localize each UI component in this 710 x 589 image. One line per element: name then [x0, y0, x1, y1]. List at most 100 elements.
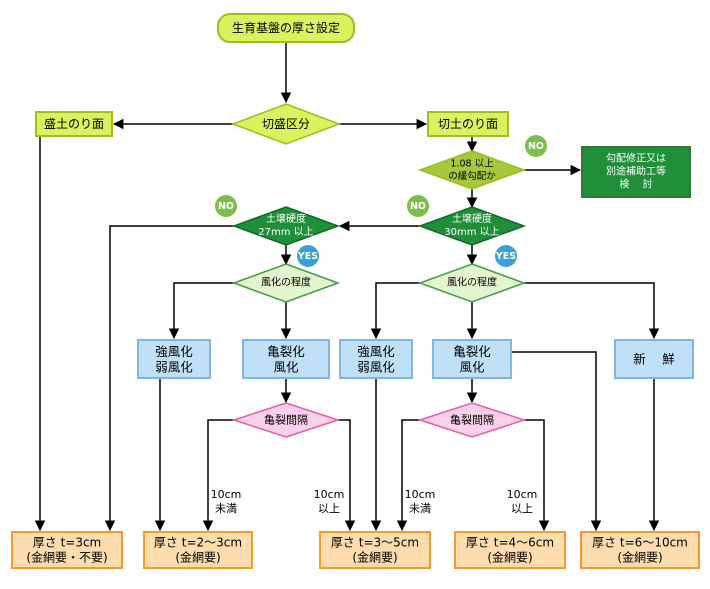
connector-arrow: [511, 351, 602, 532]
badge-circle: [297, 245, 319, 267]
yes-badge: YES: [297, 245, 319, 267]
node-text: 風化: [459, 359, 485, 374]
edge-label: 10cm: [314, 488, 345, 501]
node-text: 27mm 以上: [258, 226, 313, 238]
connector-arrow: [396, 419, 420, 532]
node-text: 土壌硬度: [266, 212, 306, 225]
connector-arrow: [338, 419, 356, 532]
edge-label: 10cm: [507, 488, 538, 501]
decision-diamond: [231, 402, 341, 438]
node-text: 厚さ t=6～10cm: [592, 536, 688, 550]
node-crack-spacing-left: 亀裂間隔: [231, 402, 341, 438]
node-text: (金網要): [487, 550, 532, 565]
node-result-2-3cm: 厚さ t=2～3cm(金網要): [143, 531, 253, 569]
badge-circle: [407, 195, 429, 217]
decision-diamond: [417, 263, 527, 303]
node-result-6-10cm: 厚さ t=6～10cm(金網要): [580, 531, 700, 569]
node-weathering-left: 風化の程度: [231, 263, 341, 303]
node-fill-slope: 盛土のり面: [35, 111, 113, 137]
node-text: 強風化: [155, 344, 193, 359]
node-text: 風化の程度: [447, 276, 497, 289]
node-text: 強風化: [357, 344, 395, 359]
connector-arrow: [524, 282, 660, 340]
decision-diamond: [230, 103, 342, 145]
process-box: [137, 339, 211, 379]
node-crack-spacing-right: 亀裂間隔: [417, 402, 527, 438]
badge-label: NO: [528, 141, 544, 152]
node-text: (金網要): [352, 550, 397, 565]
no-badge: NO: [407, 195, 429, 217]
connector-arrow: [524, 419, 550, 532]
edge-label: 以上: [511, 502, 533, 515]
node-text: 検 討: [619, 178, 652, 191]
node-text: 厚さ t=2～3cm: [154, 536, 242, 550]
yes-badge: YES: [495, 245, 517, 267]
node-text: 新 鮮: [633, 352, 675, 367]
node-text: 亀裂間隔: [450, 413, 494, 427]
connector-arrow: [168, 282, 234, 340]
node-text: 切土のり面: [438, 117, 498, 131]
process-box: [581, 146, 691, 198]
badge-circle: [495, 245, 517, 267]
process-box: [242, 339, 330, 379]
badges-layer: NO NO NO YES YES: [215, 135, 547, 267]
node-text: 風化の程度: [261, 276, 311, 289]
badge-label: YES: [297, 251, 318, 262]
connector-arrow: [202, 419, 234, 532]
process-box: [454, 531, 566, 569]
process-box: [427, 111, 509, 137]
badge-circle: [525, 135, 547, 157]
process-box: [35, 111, 113, 137]
badge-label: NO: [410, 201, 426, 212]
node-text: 盛土のり面: [44, 116, 104, 131]
badge-circle: [215, 195, 237, 217]
node-text: の緩勾配か: [448, 170, 496, 182]
process-box: [143, 531, 253, 569]
process-box: [580, 531, 700, 569]
no-badge: NO: [525, 135, 547, 157]
edge-label: 未満: [215, 502, 237, 515]
process-box: [614, 339, 694, 379]
node-cut-fill-class: 切盛区分: [230, 103, 342, 145]
node-result-4-6cm: 厚さ t=4～6cm(金網要): [454, 531, 566, 569]
process-box: [11, 531, 123, 569]
node-result-3cm: 厚さ t=3cm(金網要・不要): [11, 531, 123, 569]
node-text: (金網要): [617, 550, 662, 565]
node-text: 風化: [273, 359, 299, 374]
node-text: 厚さ t=3cm: [33, 536, 102, 550]
node-result-3-5cm: 厚さ t=3～5cm(金網要): [319, 531, 431, 569]
node-text: 弱風化: [357, 359, 395, 374]
node-text: (金網要): [175, 550, 220, 565]
node-text: 30mm 以上: [444, 226, 499, 238]
decision-diamond: [231, 263, 341, 303]
node-text: 土壌硬度: [452, 212, 492, 225]
badge-label: NO: [218, 201, 234, 212]
no-badge: NO: [215, 195, 237, 217]
terminal-box: [217, 13, 355, 43]
node-text: 勾配修正又は: [606, 152, 666, 165]
connector-lines: [34, 42, 660, 532]
decision-diamond: [417, 150, 527, 190]
decision-diamond: [231, 206, 341, 246]
decision-diamond: [417, 402, 527, 438]
node-start: 生育基盤の厚さ設定: [217, 13, 355, 43]
decision-diamond: [417, 206, 527, 246]
node-text: 切盛区分: [262, 116, 310, 131]
edge-label: 以上: [318, 502, 340, 515]
process-box: [432, 339, 512, 379]
process-box: [319, 531, 431, 569]
node-text: (金網要・不要): [26, 550, 107, 565]
node-text: 生育基盤の厚さ設定: [232, 20, 340, 35]
process-box: [339, 339, 413, 379]
